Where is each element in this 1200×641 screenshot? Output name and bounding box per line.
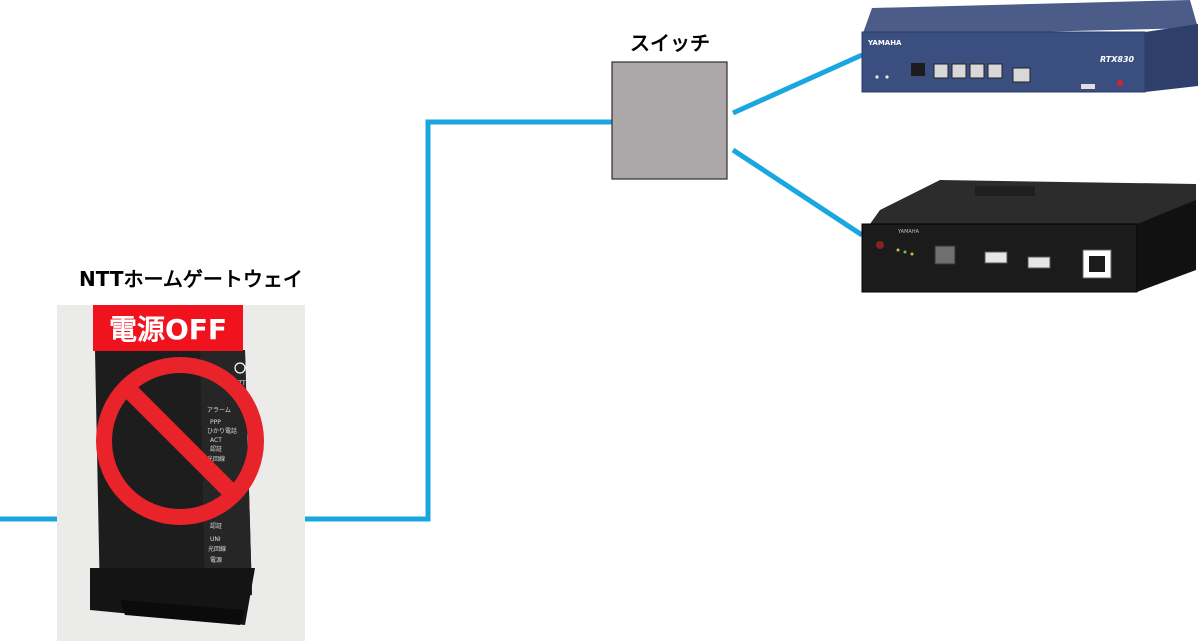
lan-port (969, 63, 985, 79)
power-off-banner: 電源OFF (93, 305, 243, 351)
router-black-led (896, 248, 900, 252)
router-bottom-brand: YAMAHA (897, 229, 920, 235)
gateway-lower-indicator: 光回線 (208, 545, 226, 553)
router-front-panel (861, 31, 1146, 93)
switch-box (611, 61, 728, 180)
lan-port (951, 63, 967, 79)
router-top-model: RTX830 (1100, 55, 1135, 64)
lan-port (933, 63, 949, 79)
router-black-switch-inner (1089, 256, 1105, 272)
gateway-lower-indicator: UNI (210, 536, 221, 543)
router-black: YAMAHA (861, 180, 1196, 293)
router-side-panel (1145, 24, 1198, 92)
gateway-front-face (200, 350, 252, 598)
ntt-gateway-node: NTTホームゲートウェイ NTT アラーム PPP ひかり電話 ACT 認証 光… (57, 267, 305, 641)
prohibit-circle (96, 357, 264, 525)
router-console-port (911, 63, 925, 76)
router-black-led (903, 250, 907, 254)
router-status-led (885, 75, 889, 79)
router-black-usb-port (984, 251, 1008, 264)
power-off-banner-bg (93, 305, 243, 351)
switch-node: スイッチ (611, 31, 728, 180)
router-lan-ports (933, 63, 1031, 83)
gateway-indicator: ACT (210, 437, 222, 444)
router-black-top (870, 180, 1196, 230)
router-black-led (910, 252, 914, 256)
gateway-indicator: アラーム (207, 407, 231, 414)
router-black-usb-port (1027, 256, 1051, 269)
link-switch-to-router-top (731, 52, 864, 116)
link-switch-to-router-bottom (731, 147, 864, 238)
router-top-brand: YAMAHA (867, 39, 902, 47)
router-black-side (1137, 200, 1196, 292)
gateway-label: NTTホームゲートウェイ (79, 267, 303, 291)
gateway-device: NTT アラーム PPP ひかり電話 ACT 認証 光回線 認証 UNI 光回線… (90, 350, 255, 625)
link-gateway-to-switch (305, 119, 612, 522)
gateway-lower-indicator: 電源 (210, 556, 222, 564)
router-usb-port (1081, 84, 1095, 89)
power-off-label: 電源OFF (109, 313, 227, 346)
gateway-indicator: ひかり電話 (207, 427, 237, 435)
router-top-surface (862, 0, 1198, 36)
router-black-lan-port (934, 245, 956, 265)
switch-label: スイッチ (630, 31, 710, 55)
router-rtx830: YAMAHA RTX830 (861, 0, 1198, 93)
router-power-button (1117, 80, 1123, 86)
network-links (0, 52, 864, 522)
router-black-power-button (876, 241, 884, 249)
gateway-stand-base (120, 600, 245, 625)
gateway-logo (234, 362, 246, 374)
gateway-indicator: PPP (210, 419, 221, 426)
prohibit-sign (96, 357, 264, 525)
gateway-indicator: 光回線 (207, 455, 225, 463)
router-black-bump (975, 186, 1035, 196)
gateway-lower-indicator: 認証 (210, 522, 222, 530)
gateway-indicator: 認証 (210, 445, 222, 453)
lan-port (987, 63, 1003, 79)
router-status-led (875, 75, 879, 79)
wan-port (1012, 67, 1031, 83)
prohibit-slash (121, 382, 239, 500)
